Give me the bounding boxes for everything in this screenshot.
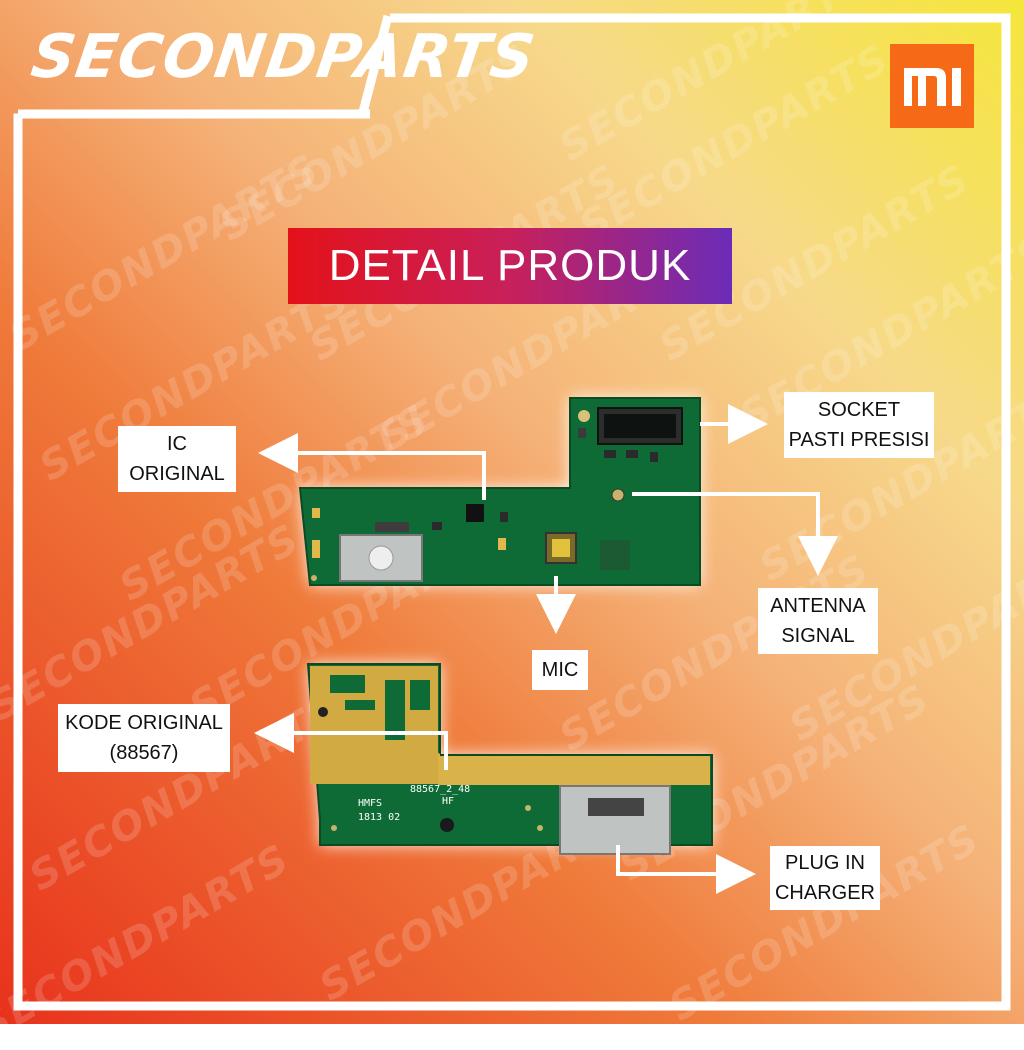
arrow-kode	[254, 713, 448, 770]
bottom-pcb-board: 88567_2_48 HF HMFS 1813 02	[306, 663, 713, 855]
arrow-antenna	[632, 492, 838, 576]
svg-text:HF: HF	[442, 796, 454, 807]
label-plug-line2: CHARGER	[774, 882, 875, 904]
svg-text:88567_2_48: 88567_2_48	[410, 784, 470, 795]
label-socket-line2: PASTI PRESISI	[788, 429, 930, 451]
label-antenna-line1: ANTENNA	[770, 595, 866, 617]
mi-logo-icon	[890, 44, 974, 128]
label-antenna-line2: SIGNAL	[781, 625, 855, 647]
white-frame	[0, 0, 1024, 1024]
svg-text:HMFS: HMFS	[358, 798, 382, 809]
arrow-ic	[258, 433, 486, 500]
label-kode-original: KODE ORIGINAL (88567)	[58, 704, 230, 772]
label-mic-line1: MIC	[541, 659, 579, 681]
label-ic-original: IC ORIGINAL	[118, 426, 236, 492]
product-illustration: 88567_2_48 HF HMFS 1813 02	[254, 397, 838, 894]
callout-arrows	[254, 404, 838, 894]
label-plug-line1: PLUG IN	[784, 852, 866, 874]
top-pcb-board	[298, 397, 701, 586]
label-socket-line1: SOCKET	[817, 399, 901, 421]
label-plug-in-charger: PLUG IN CHARGER	[770, 846, 880, 910]
label-kode-line1: KODE ORIGINAL	[65, 712, 223, 734]
label-kode-line2: (88567)	[109, 742, 179, 764]
label-antenna-signal: ANTENNA SIGNAL	[758, 588, 878, 654]
page-title: DETAIL PRODUK	[288, 228, 732, 304]
arrow-plug	[616, 845, 756, 894]
label-socket-pasti-presisi: SOCKET PASTI PRESISI	[784, 392, 934, 458]
label-mic: MIC	[532, 650, 588, 690]
label-ic-line1: IC	[167, 433, 187, 455]
svg-text:1813 02: 1813 02	[358, 812, 400, 823]
label-ic-line2: ORIGINAL	[129, 463, 225, 485]
